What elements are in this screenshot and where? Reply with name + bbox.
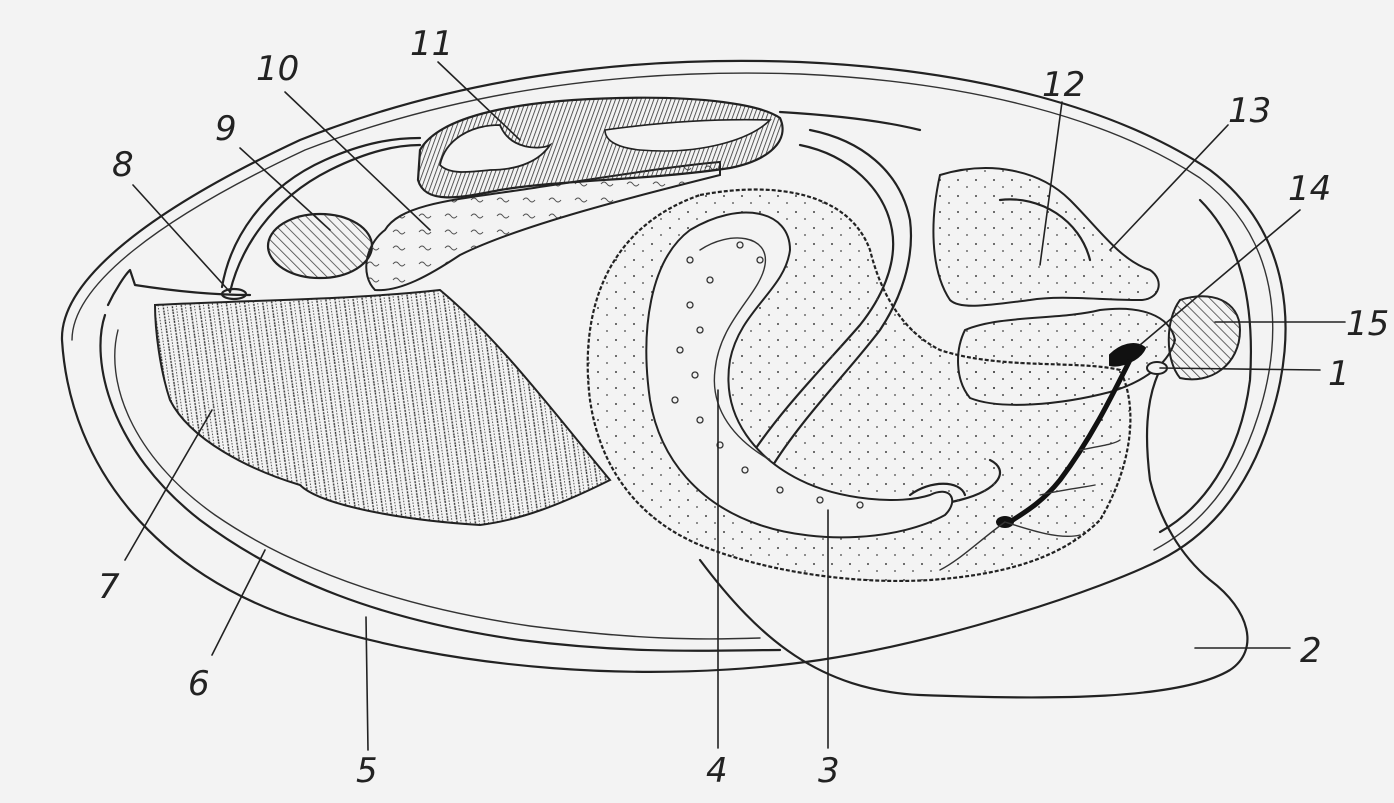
posterior-adductor — [268, 214, 372, 278]
label-9: 9 — [215, 109, 237, 149]
label-8: 8 — [112, 145, 134, 185]
label-4: 4 — [706, 751, 728, 791]
stomach-region — [933, 168, 1158, 306]
ganglion-region — [958, 309, 1175, 405]
label-15: 15 — [1346, 304, 1389, 344]
label-10: 10 — [256, 49, 299, 89]
label-7: 7 — [98, 567, 120, 607]
label-2: 2 — [1300, 631, 1322, 671]
gill — [155, 290, 610, 525]
label-11: 11 — [410, 24, 453, 64]
intestine-dorsal — [780, 112, 920, 130]
anterior-adductor — [1169, 296, 1240, 379]
label-6: 6 — [188, 664, 210, 704]
label-3: 3 — [818, 751, 840, 791]
label-1: 1 — [1328, 354, 1350, 394]
label-14: 14 — [1288, 169, 1331, 209]
label-13: 13 — [1228, 91, 1271, 131]
label-5: 5 — [356, 751, 378, 791]
label-12: 12 — [1042, 65, 1085, 105]
